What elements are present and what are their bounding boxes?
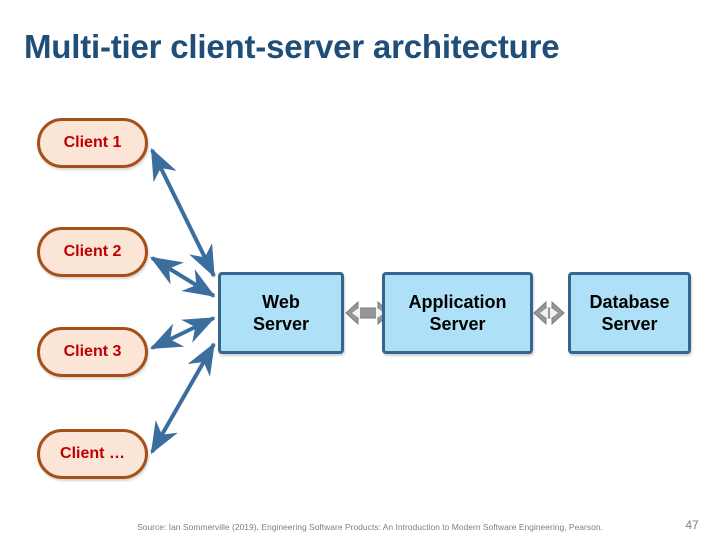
page-number: 47: [685, 518, 699, 532]
node-web-server[interactable]: Web Server: [218, 272, 344, 354]
node-client-1-label: Client 1: [63, 134, 122, 151]
node-database-server[interactable]: Database Server: [568, 272, 691, 354]
node-application-server-label: Application Server: [408, 292, 507, 334]
connector-client1-webserver: [150, 147, 216, 278]
node-client-1[interactable]: Client 1: [37, 118, 148, 168]
node-client-3-label: Client 3: [63, 343, 122, 360]
connector-webserver-appserver: [345, 300, 391, 326]
connector-client3-webserver: [149, 316, 216, 350]
page-title: Multi-tier client-server architecture: [24, 28, 560, 65]
node-web-server-label: Web Server: [252, 292, 310, 334]
connector-client4-webserver: [150, 342, 216, 455]
connector-appserver-dbserver: [533, 300, 565, 326]
node-database-server-label: Database Server: [589, 292, 670, 334]
node-client-2[interactable]: Client 2: [37, 227, 148, 277]
node-client-2-label: Client 2: [63, 243, 122, 260]
connector-client2-webserver: [149, 256, 216, 298]
footer-source-citation: Source: Ian Sommerville (2019), Engineer…: [137, 522, 603, 532]
node-client-more[interactable]: Client …: [37, 429, 148, 479]
node-client-3[interactable]: Client 3: [37, 327, 148, 377]
node-application-server[interactable]: Application Server: [382, 272, 533, 354]
node-client-more-label: Client …: [60, 445, 125, 462]
